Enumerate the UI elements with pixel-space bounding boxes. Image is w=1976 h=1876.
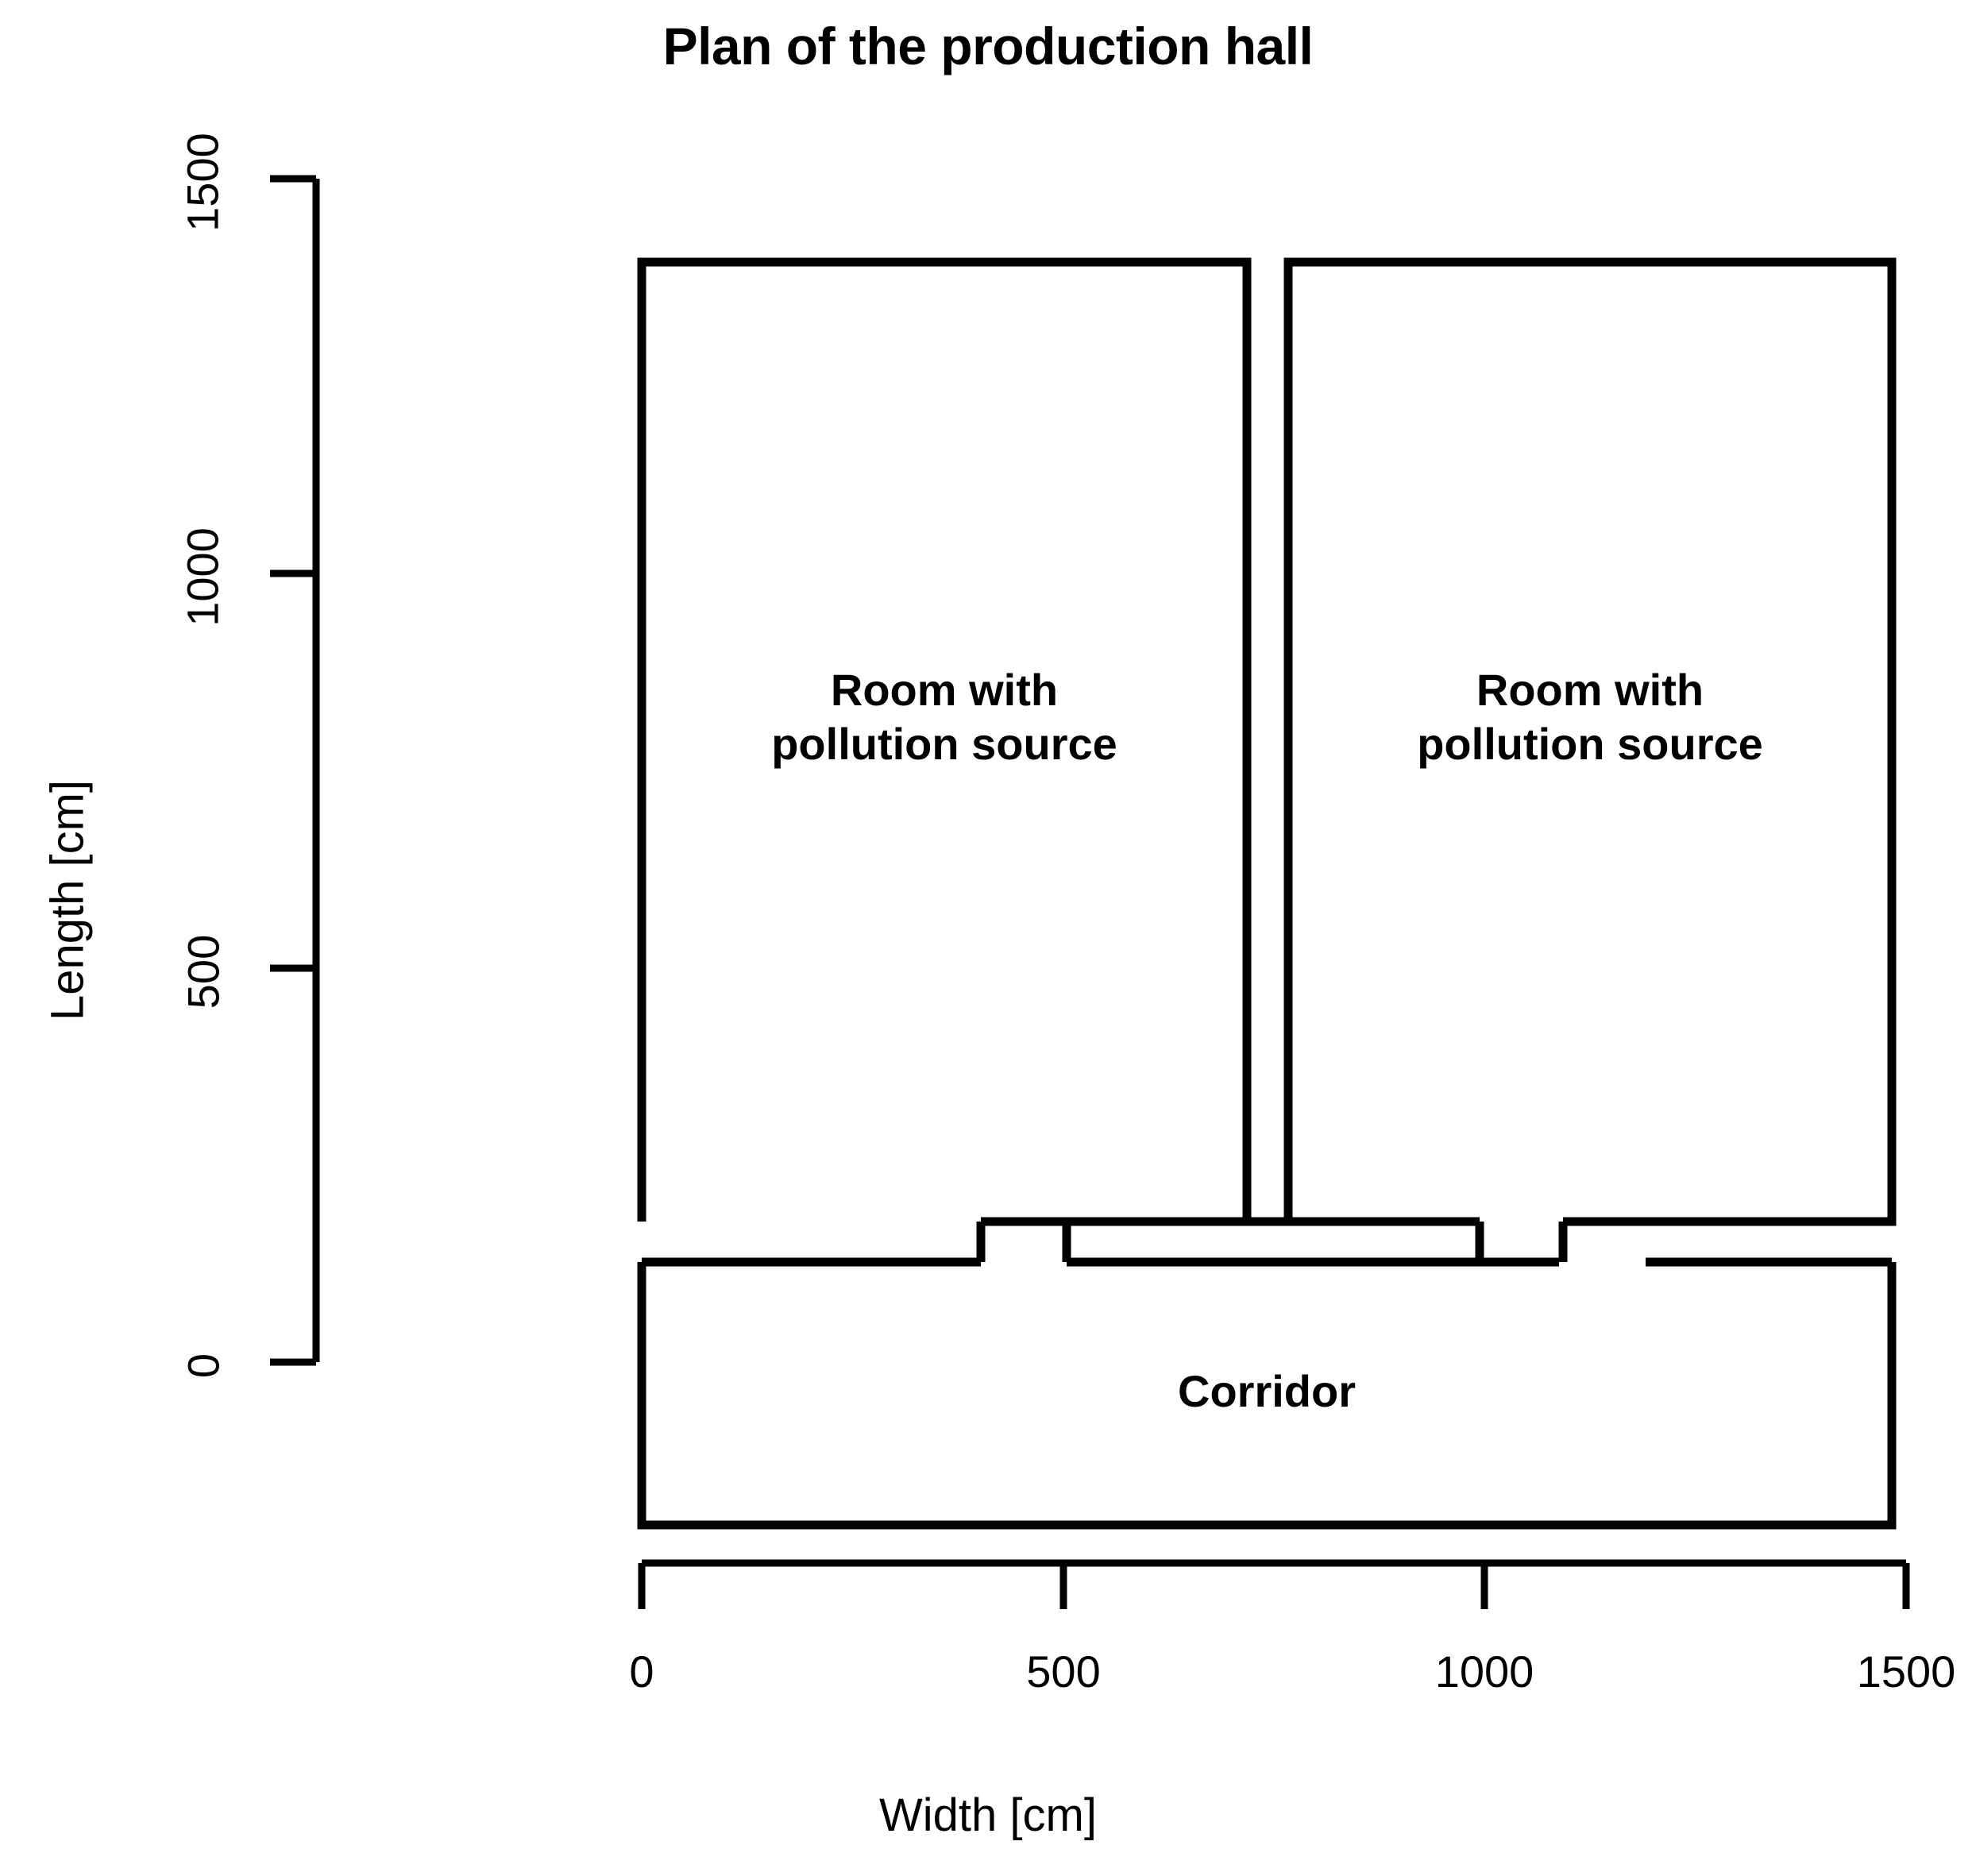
x-tick-label-1000: 1000: [1434, 1646, 1534, 1697]
x-axis: [638, 1559, 1910, 1609]
x-tick-label-1500: 1500: [1856, 1646, 1956, 1697]
y-axis-title: Length [cm]: [41, 779, 94, 1021]
y-tick-label-1500: 1500: [177, 133, 228, 232]
corridor-outline: [637, 1262, 1897, 1530]
y-tick-label-500: 500: [178, 934, 229, 1009]
room-left-label-line1: Room with: [830, 665, 1059, 715]
room-right-label: Room with pollution source: [1288, 663, 1892, 772]
y-tick-label-0: 0: [178, 1353, 229, 1379]
x-tick-label-500: 500: [1026, 1646, 1101, 1697]
corridor-label-text: Corridor: [1178, 1366, 1356, 1416]
y-axis: [270, 175, 320, 1366]
room-left-label: Room with pollution source: [642, 663, 1247, 772]
corridor-label: Corridor: [642, 1365, 1892, 1419]
x-axis-title: Width [cm]: [879, 1789, 1097, 1841]
hall-walls: [637, 257, 1897, 1530]
room-right-label-line2: pollution source: [1417, 719, 1763, 770]
room-right-label-line1: Room with: [1476, 665, 1704, 715]
figure-title: Plan of the production hall: [662, 17, 1314, 75]
room-left-label-line2: pollution source: [771, 719, 1117, 770]
y-tick-label-1000: 1000: [177, 527, 228, 627]
x-tick-label-0: 0: [629, 1646, 654, 1697]
